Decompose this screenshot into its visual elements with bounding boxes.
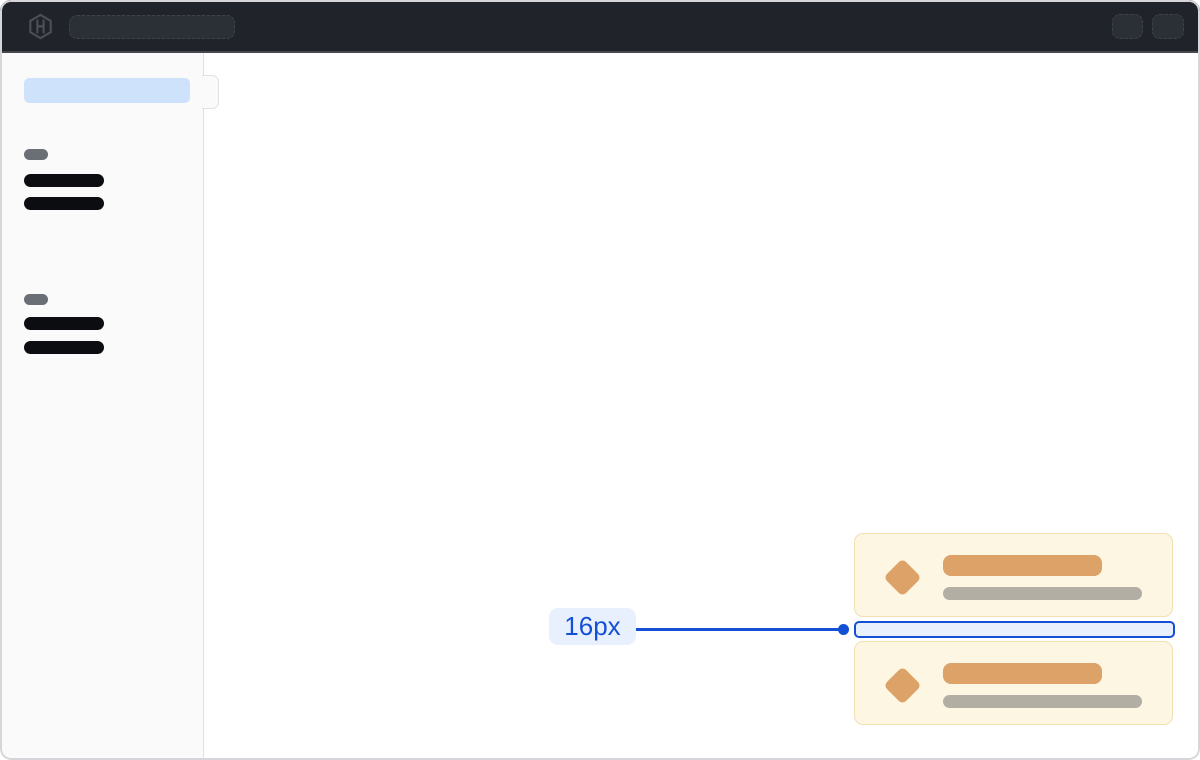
spacing-gap-highlight	[854, 621, 1175, 638]
list-card-1[interactable]	[854, 533, 1173, 617]
sidebar-group1-label-skeleton	[24, 149, 48, 160]
card2-title-skeleton	[943, 663, 1102, 684]
sidebar-group2-item2-skeleton[interactable]	[24, 341, 104, 354]
card2-subtitle-skeleton	[943, 695, 1142, 708]
sidebar-collapse-handle[interactable]	[202, 75, 219, 109]
sidebar-group1-item2-skeleton[interactable]	[24, 197, 104, 210]
list-card-2[interactable]	[854, 641, 1173, 725]
diamond-icon	[883, 666, 922, 705]
topbar-action-skeleton-2[interactable]	[1152, 14, 1184, 39]
sidebar-group1-item1-skeleton[interactable]	[24, 174, 104, 187]
sidebar-active-item-skeleton[interactable]	[24, 78, 190, 103]
sidebar	[0, 53, 204, 760]
sidebar-group2-item1-skeleton[interactable]	[24, 317, 104, 330]
spacing-measurement-badge: 16px	[549, 608, 636, 645]
measure-endpoint-dot	[838, 624, 849, 635]
card1-subtitle-skeleton	[943, 587, 1142, 600]
hashicorp-logo-icon	[27, 13, 54, 40]
measure-connector-line	[636, 628, 842, 631]
diamond-icon	[883, 558, 922, 597]
top-navigation-bar	[0, 0, 1200, 53]
topbar-action-skeleton-1[interactable]	[1112, 14, 1143, 39]
card1-title-skeleton	[943, 555, 1102, 576]
sidebar-group2-label-skeleton	[24, 294, 48, 305]
search-input-skeleton[interactable]	[69, 15, 235, 39]
